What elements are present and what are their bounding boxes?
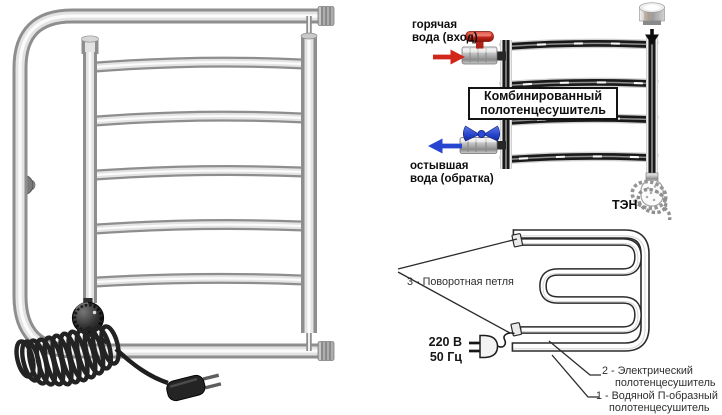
cold-valve <box>459 125 506 154</box>
swivel-loop-label: 3 - Поворотная петля <box>407 276 514 288</box>
cap-fitting <box>639 2 665 25</box>
cold-water-label: остывшая вода (обратка) <box>410 160 494 185</box>
water-u-pipe <box>511 229 650 352</box>
leader-lines <box>397 238 601 398</box>
combined-dryer-title: Комбинированный полотенцесушитель <box>468 87 618 120</box>
arrow-right-icon <box>433 49 465 65</box>
ladder-rungs <box>95 56 304 288</box>
towel-rail-photo <box>12 6 335 402</box>
heater-label: ТЭН <box>612 198 638 212</box>
power-rating-label: 220 В 50 Гц <box>428 335 462 364</box>
plug-icon <box>469 332 515 359</box>
electric-dryer-label: 2 - Электрический полотенцесушитель <box>602 365 716 389</box>
swivel-fitting-top <box>511 233 524 248</box>
arrow-down-icon <box>645 29 659 45</box>
frame-cap-top <box>317 6 335 26</box>
structure-diagram <box>397 229 650 398</box>
hot-water-label: горячая вода (вход) <box>412 19 478 44</box>
plug-icon <box>166 373 222 402</box>
hot-valve <box>461 31 506 65</box>
frame-cap-bottom <box>317 341 335 361</box>
swivel-fitting-bottom <box>510 322 523 337</box>
water-dryer-label: 1 - Водяной П-образный полотенцесушитель <box>596 390 718 414</box>
mini-right-post <box>646 35 658 175</box>
coil-cable-icon <box>14 324 169 387</box>
left-post <box>81 35 99 303</box>
right-post <box>300 32 318 333</box>
electric-serpentine-pipe <box>519 238 642 334</box>
arrow-left-icon <box>428 138 462 154</box>
heating-element-icon <box>630 172 672 220</box>
